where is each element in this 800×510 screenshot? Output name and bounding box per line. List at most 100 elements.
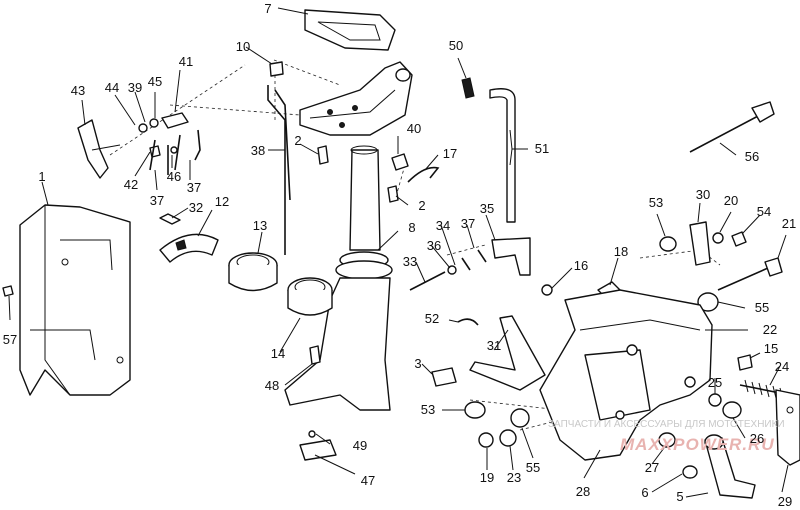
- part-53-cap: [464, 236, 677, 419]
- part-29-plate: [775, 389, 800, 466]
- callout-35: 35: [480, 201, 494, 216]
- part-8-shaft-tube: [284, 145, 393, 411]
- callout-2: 2: [294, 133, 301, 148]
- callout-24: 24: [775, 359, 789, 374]
- callout-49: 49: [353, 438, 367, 453]
- callout-12: 12: [215, 194, 229, 209]
- part-1-cover: [19, 204, 131, 396]
- callout-44: 44: [105, 80, 119, 95]
- callout-3: 3: [414, 356, 421, 371]
- part-13-ring: [228, 252, 278, 292]
- callout-20: 20: [724, 193, 738, 208]
- callout-48: 48: [265, 378, 279, 393]
- leader-lines: [8, 7, 789, 498]
- callout-16: 16: [574, 258, 588, 273]
- callout-6: 6: [641, 485, 648, 500]
- part-2-bolt: [317, 145, 399, 203]
- part-6-ring: [682, 465, 698, 479]
- callout-38: 38: [251, 143, 265, 158]
- part-16-nut: [541, 284, 553, 296]
- part-32-bolt: [159, 213, 181, 225]
- part-25-nut: [708, 393, 722, 407]
- callout-52: 52: [425, 311, 439, 326]
- part-20-washer: [712, 232, 724, 244]
- callout-40: 40: [407, 121, 421, 136]
- callout-39: 39: [128, 80, 142, 95]
- callout-56: 56: [745, 149, 759, 164]
- part-38-rods: [267, 85, 291, 255]
- callout-43: 43: [71, 83, 85, 98]
- part-34-spring: [461, 257, 471, 271]
- callout-33: 33: [403, 254, 417, 269]
- watermark-logo: MAXXPOWER.RU: [620, 435, 775, 454]
- part-27-bushing: [658, 432, 676, 448]
- callout-57: 57: [3, 332, 17, 347]
- callout-25: 25: [708, 375, 722, 390]
- callout-46: 46: [167, 169, 181, 184]
- callout-1: 1: [38, 169, 45, 184]
- part-33-pin: [409, 271, 446, 291]
- part-12-clamp: [159, 233, 219, 263]
- part-47-pad: [299, 439, 337, 461]
- callout-2: 2: [418, 198, 425, 213]
- part-52-spring: [457, 318, 479, 326]
- callout-51: 51: [535, 141, 549, 156]
- callout-42: 42: [124, 177, 138, 192]
- callout-8: 8: [408, 220, 415, 235]
- part-3-block: [431, 367, 457, 387]
- callout-17: 17: [443, 146, 457, 161]
- callout-29: 29: [778, 494, 792, 509]
- callouts: 1 2 2 3 5 6 7 8 10 12 13 14 15 16 17 18 …: [3, 1, 796, 509]
- part-57-screw: [2, 285, 14, 297]
- callout-7: 7: [264, 1, 271, 16]
- part-56-rod: [689, 101, 775, 153]
- callout-36: 36: [427, 238, 441, 253]
- part-19-nut: [478, 432, 494, 448]
- part-14-ring: [287, 277, 333, 316]
- callout-37: 37: [187, 180, 201, 195]
- callout-31: 31: [487, 338, 501, 353]
- callout-55: 55: [526, 460, 540, 475]
- part-26-washer: [722, 401, 742, 419]
- callout-19: 19: [480, 470, 494, 485]
- callout-50: 50: [449, 38, 463, 53]
- watermark: ЗАПЧАСТИ И АКСЕССУАРЫ ДЛЯ МОТОТЕХНИКИ MA…: [548, 419, 785, 454]
- callout-55: 55: [755, 300, 769, 315]
- part-49-washer: [308, 430, 316, 438]
- callout-32: 32: [189, 200, 203, 215]
- part-40-fitting: [391, 153, 409, 171]
- callout-27: 27: [645, 460, 659, 475]
- part-7-gasket: [304, 9, 396, 51]
- callout-53: 53: [421, 402, 435, 417]
- callout-37: 37: [150, 193, 164, 208]
- part-31-lever: [469, 315, 546, 391]
- part-54-bolt: [731, 231, 747, 247]
- part-51-tubes: [489, 88, 516, 223]
- watermark-text: ЗАПЧАСТИ И АКСЕССУАРЫ ДЛЯ МОТОТЕХНИКИ: [548, 419, 785, 430]
- part-48-screw: [309, 345, 321, 365]
- part-55-nut: [510, 292, 719, 428]
- callout-53: 53: [649, 195, 663, 210]
- callout-28: 28: [576, 484, 590, 499]
- part-21-bolt: [717, 257, 783, 291]
- callout-54: 54: [757, 204, 771, 219]
- part-37-clip: [477, 249, 487, 263]
- part-10-clip: [269, 61, 284, 77]
- callout-47: 47: [361, 473, 375, 488]
- callout-22: 22: [763, 322, 777, 337]
- callout-14: 14: [271, 346, 285, 361]
- callout-13: 13: [253, 218, 267, 233]
- callout-30: 30: [696, 187, 710, 202]
- part-30-bracket: [689, 221, 711, 266]
- callout-21: 21: [782, 216, 796, 231]
- callout-45: 45: [148, 74, 162, 89]
- steering-head: [299, 61, 413, 136]
- callout-15: 15: [764, 341, 778, 356]
- part-23-washer: [499, 429, 517, 447]
- callout-34: 34: [436, 218, 450, 233]
- part-50-clip: [461, 77, 475, 99]
- part-15-bolt: [737, 354, 753, 371]
- callout-10: 10: [236, 39, 250, 54]
